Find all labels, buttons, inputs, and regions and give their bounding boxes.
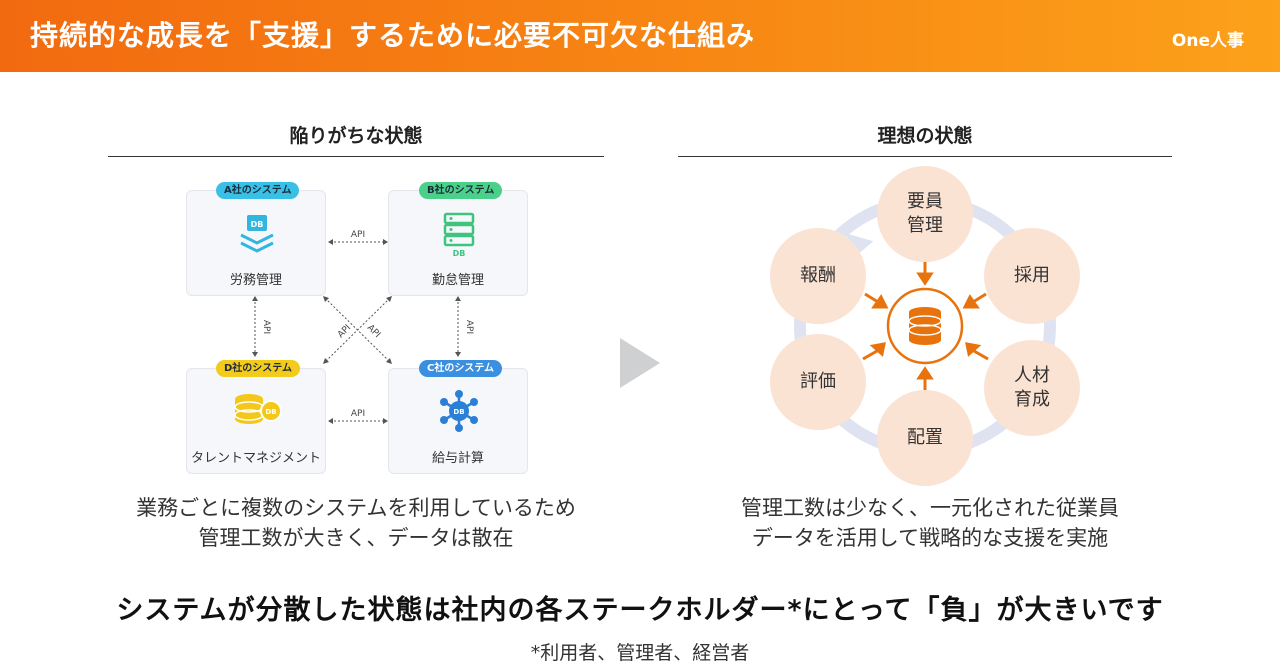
node-staff-management: 要員管理 [877, 166, 973, 262]
svg-text:DB: DB [251, 220, 264, 229]
system-name-b: 勤怠管理 [431, 273, 484, 288]
db-stack-icon: DB [240, 215, 274, 253]
database-icon [908, 307, 942, 345]
api-label-ad: API [261, 320, 271, 334]
brand-logo: One人事 [1171, 31, 1244, 51]
bottom-note: *利用者、管理者、経営者 [530, 642, 750, 664]
right-caption: 管理工数は少なく、一元化された従業員 データを活用して戦略的な支援を実施 [660, 493, 1200, 553]
svg-text:DB: DB [265, 408, 276, 416]
right-title-rule [678, 156, 1172, 157]
system-name-c: 給与計算 [431, 451, 484, 466]
play-arrow-icon [620, 338, 660, 388]
page-title: 持続的な成長を「支援」するために必要不可欠な仕組み [30, 19, 756, 52]
api-label-bc: API [464, 320, 474, 334]
system-tag-b: B社のシステム [419, 182, 503, 199]
node-evaluation: 評価 [770, 334, 866, 430]
left-caption: 業務ごとに複数のシステムを利用しているため 管理工数が大きく、データは散在 [80, 493, 632, 553]
api-label-ab: API [351, 230, 365, 240]
left-caption-line2: 管理工数が大きく、データは散在 [198, 526, 514, 550]
api-connectors: API API API API API API [252, 230, 474, 424]
right-caption-line1: 管理工数は少なく、一元化された従業員 [741, 496, 1119, 520]
left-caption-line1: 業務ごとに複数のシステムを利用しているため [136, 496, 576, 520]
system-box-c: DB 給与計算 [388, 368, 528, 474]
right-caption-line2: データを活用して戦略的な支援を実施 [751, 526, 1109, 550]
db-network-icon: DB [440, 390, 478, 432]
header-bar: 持続的な成長を「支援」するために必要不可欠な仕組み One人事 [0, 0, 1280, 72]
api-label-dc: API [351, 409, 365, 419]
system-box-b: DB 勤怠管理 [388, 190, 528, 296]
left-title-rule [108, 156, 604, 157]
node-placement: 配置 [877, 390, 973, 486]
api-label-bd: API [336, 323, 353, 340]
api-label-ac: API [365, 323, 382, 340]
left-panel-title: 陥りがちな状態 [289, 125, 423, 147]
bottom-message: システムが分散した状態は社内の各ステークホルダー*にとって「負」が大きいです [116, 595, 1164, 626]
svg-text:DB: DB [453, 249, 466, 258]
server-db-icon: DB [443, 212, 475, 258]
right-panel-title: 理想の状態 [877, 125, 973, 147]
system-name-a: 労務管理 [229, 273, 282, 288]
system-tag-d: D社のシステム [216, 360, 301, 377]
api-link-bd [324, 297, 391, 363]
system-name-d: タレントマネジメント [190, 451, 321, 466]
node-compensation: 報酬 [770, 228, 866, 324]
node-recruitment: 採用 [984, 228, 1080, 324]
system-box-d: DB タレントマネジメント [186, 368, 326, 474]
node-talent-development: 人材育成 [984, 340, 1080, 436]
db-coins-icon: DB [234, 394, 282, 424]
system-tag-c: C社のシステム [419, 360, 503, 377]
system-box-a: DB 労務管理 [186, 190, 326, 296]
svg-text:DB: DB [453, 408, 464, 416]
system-tag-a: A社のシステム [216, 182, 300, 199]
